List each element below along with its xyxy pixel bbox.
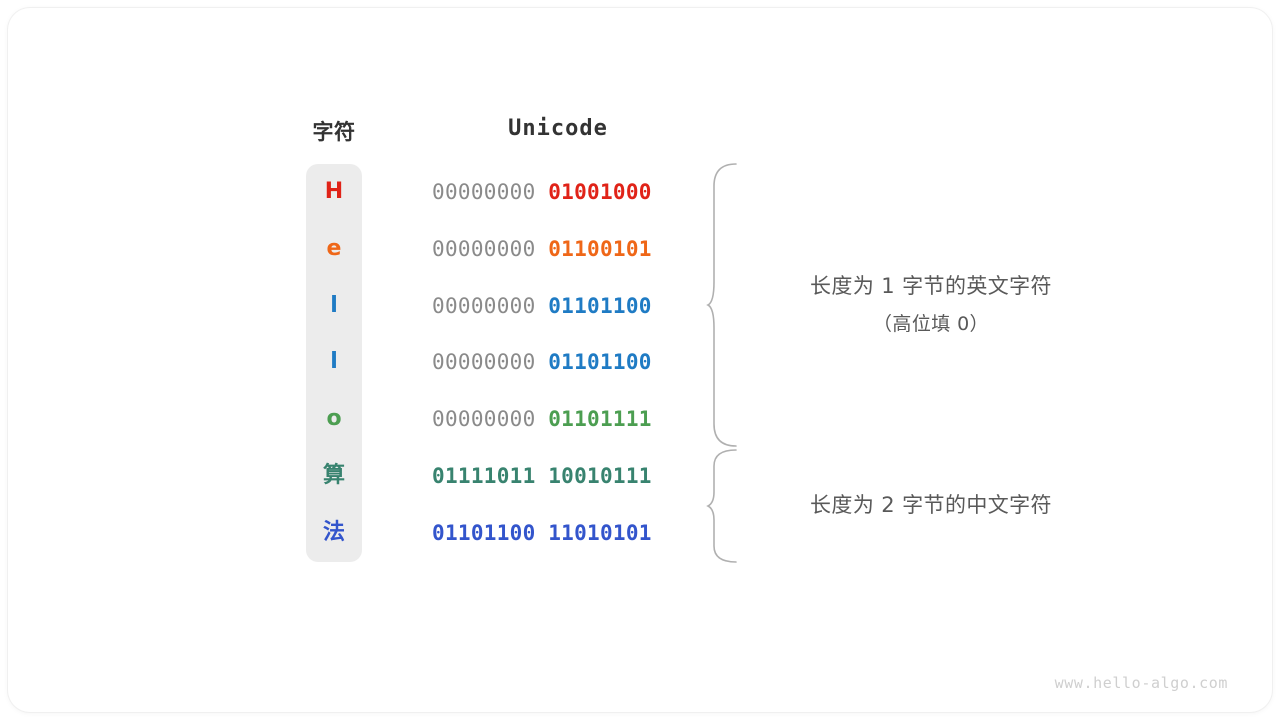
column-header-character: 字符 <box>312 120 356 144</box>
unicode-binary-row: 00000000 01101100 <box>432 347 684 377</box>
character-cell: H <box>324 179 344 204</box>
byte-separator <box>536 180 549 204</box>
unicode-low-byte: 01001000 <box>548 180 652 204</box>
unicode-high-byte: 01111011 <box>432 464 536 488</box>
unicode-low-byte: 10010111 <box>548 464 652 488</box>
byte-separator <box>536 521 549 545</box>
watermark: www.hello-algo.com <box>1054 674 1228 692</box>
unicode-binary-row: 00000000 01101111 <box>432 404 684 434</box>
character-cell: 法 <box>322 519 345 545</box>
character-cell: o <box>326 406 342 432</box>
unicode-low-byte: 01101100 <box>548 350 652 375</box>
character-cell: e <box>326 235 342 261</box>
unicode-binary-row: 00000000 01100101 <box>432 234 684 264</box>
unicode-low-byte: 11010101 <box>548 520 652 545</box>
unicode-high-byte: 00000000 <box>432 350 536 375</box>
unicode-low-byte: 01100101 <box>548 236 652 261</box>
annotation-english: 长度为 1 字节的英文字符 （高位填 0） <box>786 270 1076 336</box>
unicode-binary-row: 00000000 01101100 <box>432 291 684 321</box>
unicode-binary-row: 01101100 11010101 <box>432 518 684 548</box>
unicode-high-byte: 00000000 <box>432 236 536 261</box>
character-cell: 算 <box>322 463 345 488</box>
byte-separator <box>536 407 549 431</box>
unicode-high-byte: 00000000 <box>432 407 536 432</box>
unicode-high-byte: 01101100 <box>432 520 536 545</box>
annotation-english-line1: 长度为 1 字节的英文字符 <box>810 274 1052 298</box>
byte-separator <box>536 464 549 488</box>
character-cell: l <box>330 292 338 318</box>
unicode-low-byte: 01101100 <box>548 293 652 318</box>
annotation-english-line2: （高位填 0） <box>873 313 989 335</box>
unicode-high-byte: 00000000 <box>432 180 536 204</box>
annotation-chinese: 长度为 2 字节的中文字符 <box>786 489 1076 519</box>
byte-separator <box>536 350 549 374</box>
unicode-binary-row: 01111011 10010111 <box>432 461 684 491</box>
diagram-card <box>8 8 1272 712</box>
byte-separator <box>536 294 549 318</box>
unicode-binary-row: 00000000 01001000 <box>432 177 684 207</box>
character-cell: l <box>330 349 338 375</box>
byte-separator <box>536 237 549 261</box>
character-column-panel <box>306 164 362 562</box>
unicode-low-byte: 01101111 <box>548 407 652 432</box>
unicode-high-byte: 00000000 <box>432 293 536 318</box>
annotation-chinese-line1: 长度为 2 字节的中文字符 <box>810 493 1052 517</box>
column-header-unicode: Unicode <box>508 116 608 141</box>
